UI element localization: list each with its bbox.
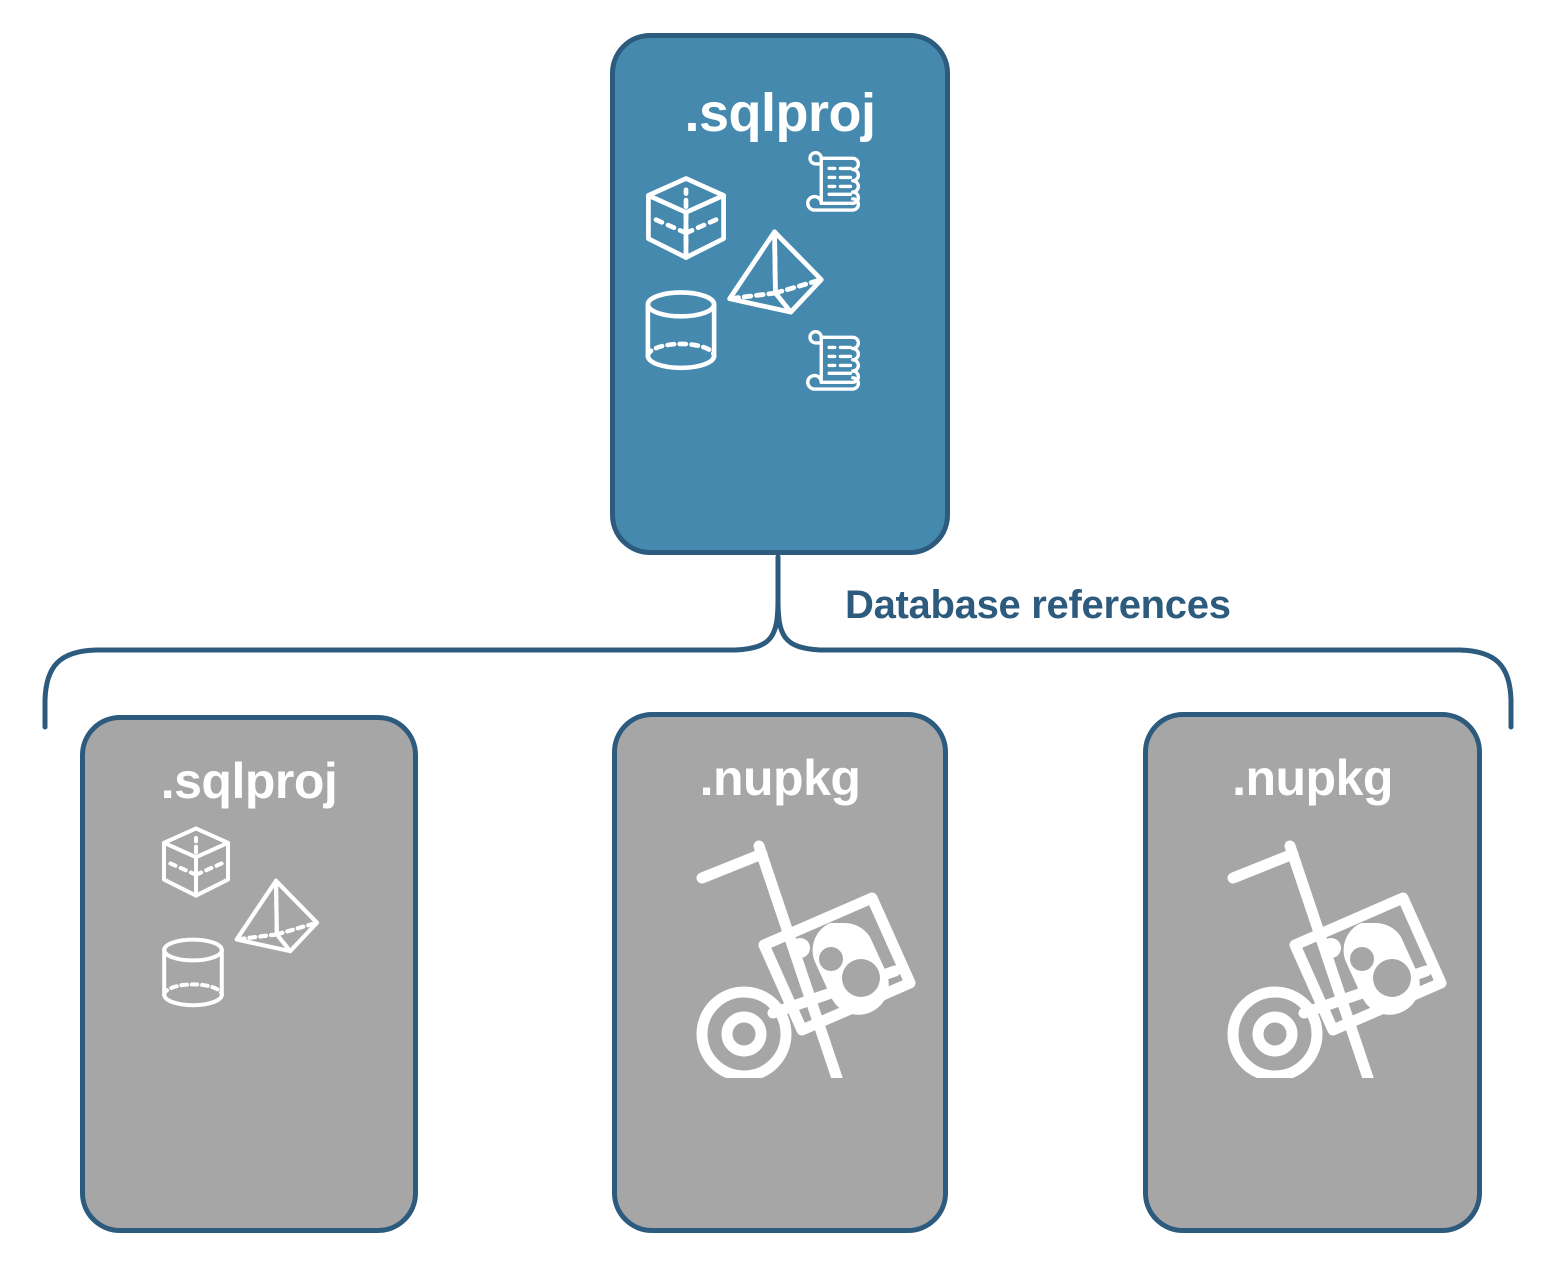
cube-icon bbox=[156, 822, 236, 907]
nuget-package-handtruck-icon bbox=[1188, 818, 1448, 1099]
icon-cluster-nupkg-2 bbox=[1148, 803, 1477, 1228]
icon-cluster-sqlproj-child bbox=[85, 806, 413, 1228]
icon-cluster-root bbox=[615, 140, 945, 550]
script-scroll-icon bbox=[801, 147, 873, 224]
node-title: .sqlproj bbox=[684, 83, 876, 143]
node-sqlproj-root[interactable]: .sqlproj bbox=[610, 33, 950, 555]
node-title: .nupkg bbox=[699, 750, 861, 806]
cylinder-icon bbox=[639, 286, 723, 383]
node-title: .nupkg bbox=[1232, 750, 1393, 806]
node-title: .sqlproj bbox=[160, 753, 338, 809]
pyramid-icon bbox=[722, 222, 827, 327]
cylinder-icon bbox=[156, 934, 230, 1019]
pyramid-icon bbox=[230, 872, 322, 965]
node-nupkg-2[interactable]: .nupkg bbox=[1143, 712, 1482, 1233]
script-scroll-icon bbox=[801, 326, 873, 403]
connector-label: Database references bbox=[845, 583, 1231, 627]
nuget-package-handtruck-icon bbox=[657, 818, 917, 1099]
node-nupkg-1[interactable]: .nupkg bbox=[612, 712, 948, 1233]
icon-cluster-nupkg-1 bbox=[617, 803, 943, 1228]
node-sqlproj-child[interactable]: .sqlproj bbox=[80, 715, 418, 1233]
cube-icon bbox=[639, 171, 733, 270]
